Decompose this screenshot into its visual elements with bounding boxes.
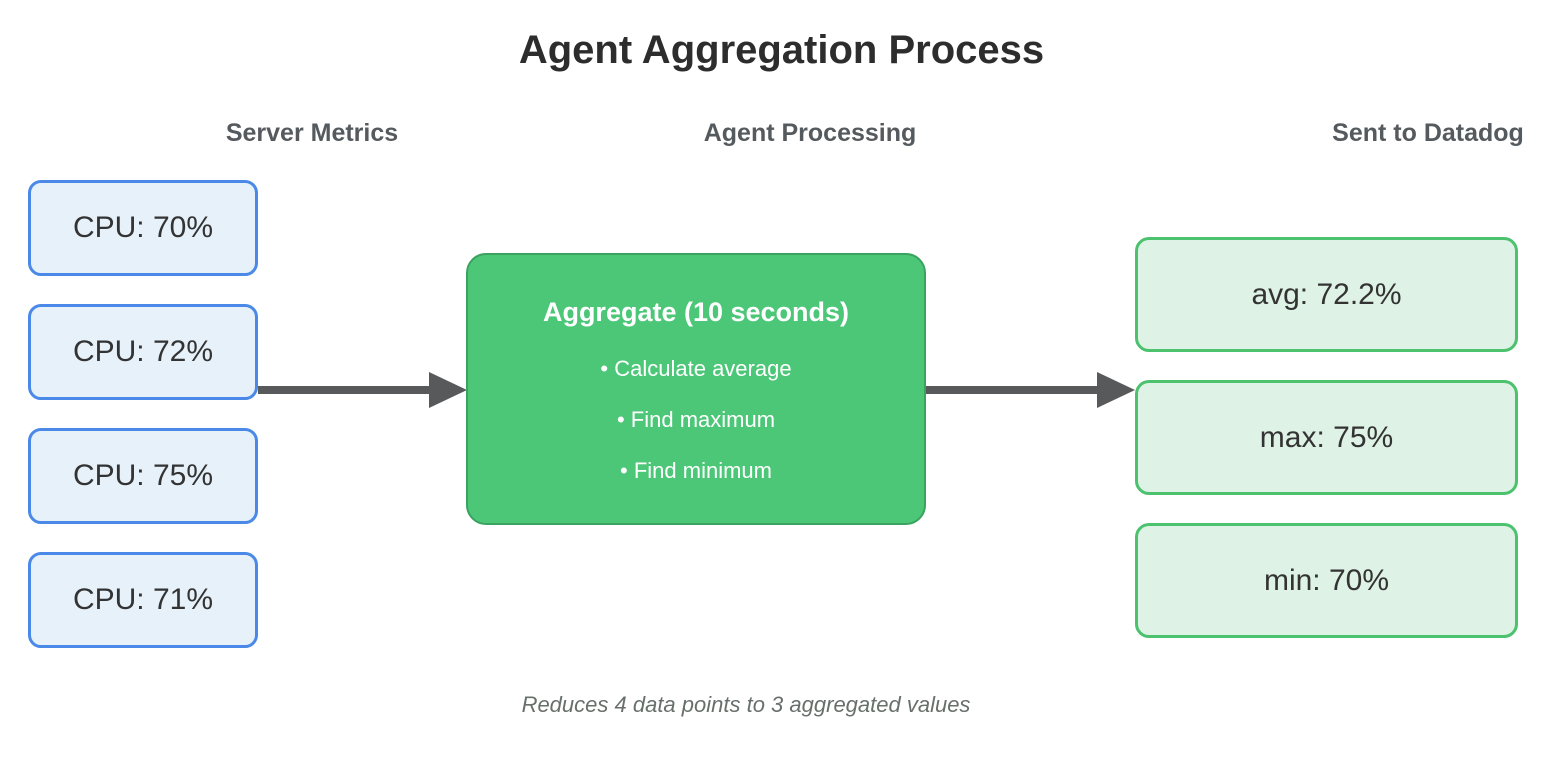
aggregate-title: Aggregate (10 seconds) <box>542 297 850 327</box>
metric-box-cpu-72: CPU: 72% <box>28 304 258 400</box>
aggregate-step-maximum: • Find maximum <box>616 407 776 432</box>
arrowhead-right-icon <box>1097 372 1135 408</box>
output-box-min: min: 70% <box>1135 523 1518 638</box>
metric-box-cpu-75: CPU: 75% <box>28 428 258 524</box>
column-header-sent-to-datadog: Sent to Datadog <box>1332 119 1524 147</box>
aggregate-step-average: • Calculate average <box>600 356 792 381</box>
metric-box-label: CPU: 72% <box>72 335 214 368</box>
arrowhead-right-icon <box>429 372 467 408</box>
output-box-max: max: 75% <box>1135 380 1518 495</box>
output-box-label: min: 70% <box>1263 563 1390 597</box>
arrow-metrics-to-agent <box>258 372 467 408</box>
diagram-caption: Reduces 4 data points to 3 aggregated va… <box>521 692 971 717</box>
column-header-server-metrics: Server Metrics <box>225 119 399 147</box>
output-box-label: avg: 72.2% <box>1251 277 1402 311</box>
aggregate-step-minimum: • Find minimum <box>620 458 772 483</box>
output-box-label: max: 75% <box>1259 420 1394 454</box>
page-title: Agent Aggregation Process <box>518 28 1045 72</box>
output-box-avg: avg: 72.2% <box>1135 237 1518 352</box>
metric-box-cpu-71: CPU: 71% <box>28 552 258 648</box>
aggregate-process-box: Aggregate (10 seconds) • Calculate avera… <box>466 253 926 525</box>
arrow-agent-to-datadog <box>926 372 1135 408</box>
metric-box-cpu-70: CPU: 70% <box>28 180 258 276</box>
arrow-shaft <box>926 386 1097 394</box>
metric-box-label: CPU: 75% <box>72 459 214 492</box>
column-header-agent-processing: Agent Processing <box>703 119 917 147</box>
metric-box-label: CPU: 70% <box>72 211 214 244</box>
metric-box-label: CPU: 71% <box>72 583 214 616</box>
arrow-shaft <box>258 386 429 394</box>
